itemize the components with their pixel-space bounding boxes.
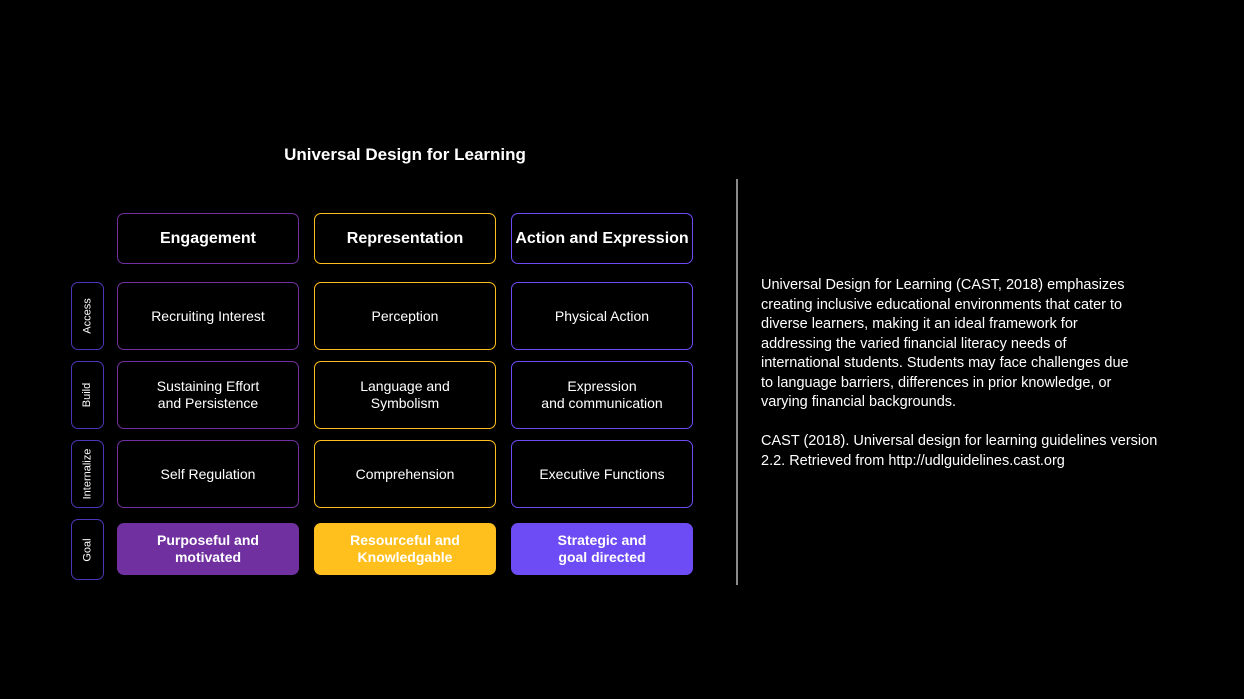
cell-line: Knowledgable <box>357 549 453 565</box>
cell-representation-access: Perception <box>314 282 496 350</box>
header-representation: Representation <box>314 213 496 264</box>
row-label-text: Internalize <box>81 448 94 500</box>
cell-line: Purposeful and <box>157 532 259 548</box>
citation-line: 2.2. Retrieved from http://udlguidelines… <box>761 452 1065 469</box>
header-engagement: Engagement <box>117 213 299 264</box>
cell-line: and communication <box>541 395 663 411</box>
cell-line: Symbolism <box>370 395 440 411</box>
cell-engagement-access: Recruiting Interest <box>117 282 299 350</box>
row-label-text: Access <box>81 298 94 334</box>
text-line: diverse learners, making it an ideal fra… <box>761 316 1078 332</box>
divider <box>736 179 738 585</box>
row-label-access: Access <box>71 282 104 350</box>
cell-representation-internalize: Comprehension <box>314 440 496 508</box>
text-line: varying financial backgrounds. <box>761 394 957 410</box>
cell-action-internalize: Executive Functions <box>511 440 693 508</box>
header-action-expression: Action and Expression <box>511 213 693 264</box>
text-line: addressing the varied financial literacy… <box>761 335 1067 352</box>
cell-engagement-internalize: Self Regulation <box>117 440 299 508</box>
cell-line: motivated <box>174 549 242 565</box>
row-label-goal: Goal <box>71 519 104 580</box>
description-text: Universal Design for Learning (CAST, 201… <box>761 276 1157 471</box>
row-label-internalize: Internalize <box>71 440 104 508</box>
cell-line: and Persistence <box>157 395 259 411</box>
cell-line: Strategic and <box>557 532 647 548</box>
cell-line: Sustaining Effort <box>156 378 260 394</box>
cell-action-access: Physical Action <box>511 282 693 350</box>
diagram-title: Universal Design for Learning <box>284 145 526 164</box>
text-line: international students. Students may fac… <box>761 355 1129 371</box>
cell-line: Expression <box>567 378 637 394</box>
row-label-text: Goal <box>81 537 94 562</box>
row-label-text: Build <box>81 382 94 408</box>
cell-line: Language and <box>360 378 450 394</box>
text-line: creating inclusive educational environme… <box>761 296 1123 313</box>
text-line: Universal Design for Learning (CAST, 201… <box>761 277 1125 293</box>
row-label-build: Build <box>71 361 104 429</box>
text-line: to language barriers, differences in pri… <box>761 374 1112 391</box>
cell-line: Resourceful and <box>350 532 460 548</box>
citation-line: CAST (2018). Universal design for learni… <box>761 433 1158 449</box>
cell-line: goal directed <box>558 549 646 565</box>
